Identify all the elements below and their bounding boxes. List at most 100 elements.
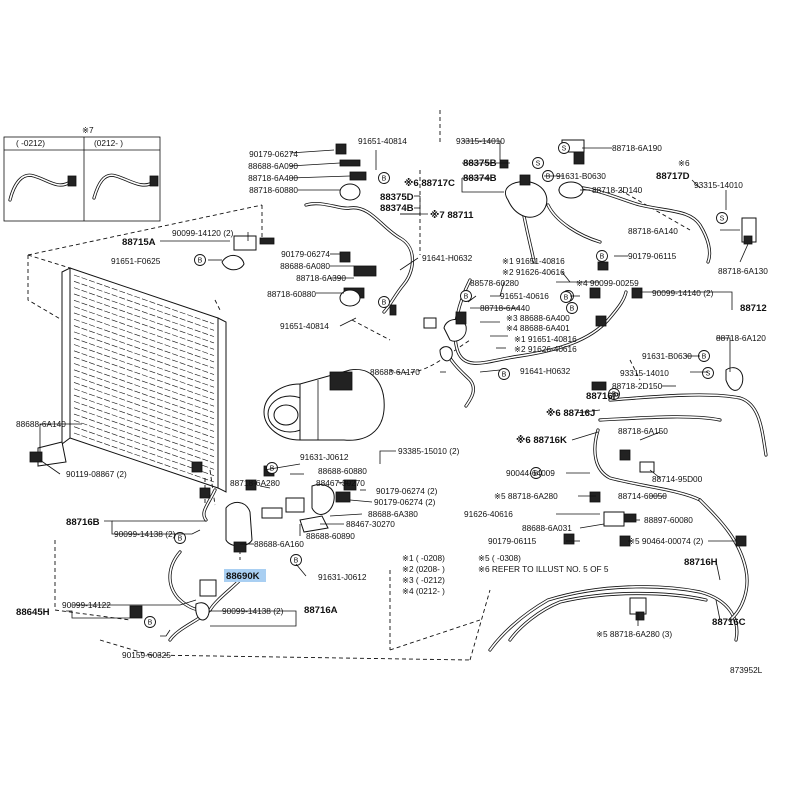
bolt-callout-icon (608, 388, 620, 400)
label-88718-6A120: 88718-6A120 (716, 333, 766, 343)
label-90044-64009: 90044-64009 (506, 468, 555, 478)
label-88688-6A380: 88688-6A380 (368, 509, 418, 519)
note-3: ※3 ( -0212) (402, 575, 445, 585)
condenser-fin (73, 293, 215, 344)
label-88718-2D150: 88718-2D150 (612, 381, 663, 391)
callout-letter: B (564, 295, 569, 302)
screw-callout-icon (532, 157, 544, 169)
condenser-fin (73, 420, 215, 470)
label-88717D: 88717D (656, 171, 690, 182)
label-90179-06274-d: 90179-06274 (2) (374, 497, 436, 507)
label-88718-6A130: 88718-6A130 (718, 266, 768, 276)
label-93385-15010: 93385-15010 (2) (398, 446, 460, 456)
bolt-callout-icon (290, 554, 302, 566)
label-93315-14010-c: 93315-14010 (620, 368, 669, 378)
small-parts (29, 139, 757, 621)
callout-letter: B (502, 372, 507, 379)
label-88716A: 88716A (304, 605, 338, 616)
label-91651-40816: ※1 91651-40816 (502, 256, 565, 266)
label-88712: 88712 (740, 303, 767, 314)
label-88688-6A160: 88688-6A160 (254, 539, 304, 549)
label-88688-60890: 88688-60890 (306, 531, 355, 541)
label-88716J: ※6 88716J (546, 407, 595, 419)
label-88375B: 88375B (463, 158, 497, 169)
bolt-callout-icon (530, 467, 542, 479)
callout-letter: B (612, 392, 617, 399)
label-88714-60050: 88714-60050 (618, 491, 667, 501)
callout-letter: B (600, 254, 605, 261)
label-91641-H0632: 91641-H0632 (422, 253, 473, 263)
bolt-callout-icon (498, 368, 510, 380)
note-6: ※6 REFER TO ILLUST NO. 5 OF 5 (478, 564, 609, 574)
condenser-fin (73, 318, 215, 369)
label-88716P: 88716P (586, 391, 620, 402)
condenser (61, 267, 227, 493)
label-90099-14122: 90099-14122 (62, 600, 111, 610)
label-91651-40814: 91651-40814 (358, 136, 407, 146)
bolt-callout-icon (378, 172, 390, 184)
condenser-fin (73, 363, 215, 413)
condenser-fin (73, 287, 215, 337)
label-88374B-b: 88374B (463, 173, 497, 184)
label-88688-6A031: 88688-6A031 (522, 523, 572, 533)
condenser-fin (73, 382, 215, 432)
label-88467-30270-b: 88467-30270 (346, 519, 395, 529)
label-90099-14120: 90099-14120 (2) (172, 228, 234, 238)
condenser-fin (73, 350, 215, 401)
label-90099-00259: ※4 90099-00259 (576, 278, 639, 288)
callout-letter: B (198, 258, 203, 265)
label-90099-14140: 90099-14140 (2) (652, 288, 714, 298)
label-90179-06274-b: 90179-06274 (281, 249, 330, 259)
condenser-fin (73, 306, 215, 356)
label-91631-J0612-b: 91631-J0612 (318, 572, 367, 582)
highlight-88690K (224, 569, 266, 582)
label-93315-14010: 93315-14010 (456, 136, 505, 146)
label-88688-60880: 88688-60880 (318, 466, 367, 476)
label-88688-6A080: 88688-6A080 (280, 261, 330, 271)
bolt-callout-icon (378, 296, 390, 308)
label-88717D-mark: ※6 (678, 158, 690, 168)
bolt-callout-icon (560, 291, 572, 303)
note-2: ※2 (0208- ) (402, 564, 445, 574)
label-88688-6A401: ※4 88688-6A401 (506, 323, 570, 333)
inset-col1: ( -0212) (16, 138, 45, 148)
label-88718-6A280-b: ※5 88718-6A280 (494, 491, 558, 501)
condenser-fin (73, 407, 215, 458)
condenser-fin (73, 344, 215, 394)
label-91651-F0625: 91651-F0625 (111, 256, 161, 266)
callout-letter: S (720, 216, 725, 223)
label-88375D: 88375D (380, 192, 414, 203)
condenser-fin (73, 331, 215, 382)
callout-letter: B (534, 471, 539, 478)
inset-box: ※7 ( -0212) (0212- ) (3, 125, 161, 222)
label-91651-40816-b: ※1 91651-40816 (514, 334, 577, 344)
label-88718-6A280-c: ※5 88718-6A280 (3) (596, 629, 672, 639)
note-1: ※1 ( -0208) (402, 553, 445, 563)
condenser-fin (73, 394, 215, 445)
callout-letter: B (178, 536, 183, 543)
label-88688-6A090: 88688-6A090 (248, 161, 298, 171)
label-90179-06274: 90179-06274 (249, 149, 298, 159)
label-88716K: ※6 88716K (516, 434, 567, 446)
label-88718-6A150: 88718-6A150 (618, 426, 668, 436)
bolt-callout-icon (194, 254, 206, 266)
compressor (263, 368, 385, 441)
label-88690K: 88690K (226, 571, 260, 582)
label-88645H: 88645H (16, 607, 50, 618)
label-88718-6A280: 88718-6A280 (230, 478, 280, 488)
label-91631-B0630: 91631-B0630 (556, 171, 606, 181)
label-91626-40616-b: ※2 91626-40616 (514, 344, 577, 354)
condenser-fin (73, 375, 215, 426)
label-88718-60880: 88718-60880 (249, 185, 298, 195)
part-labels: 90179-06274 88688-6A090 88718-6A400 8871… (16, 136, 768, 675)
callout-letter: B (546, 174, 551, 181)
condenser-fin (73, 281, 215, 331)
label-88718-60880-b: 88718-60880 (267, 289, 316, 299)
callout-letter: S (562, 146, 567, 153)
note-5: ※5 ( -0308) (478, 553, 521, 563)
condenser-fin (73, 401, 215, 451)
label-88467-30270: 88467-30270 (316, 478, 365, 488)
label-88711: ※7 88711 (430, 209, 474, 221)
label-88718-6A440: 88718-6A440 (480, 303, 530, 313)
